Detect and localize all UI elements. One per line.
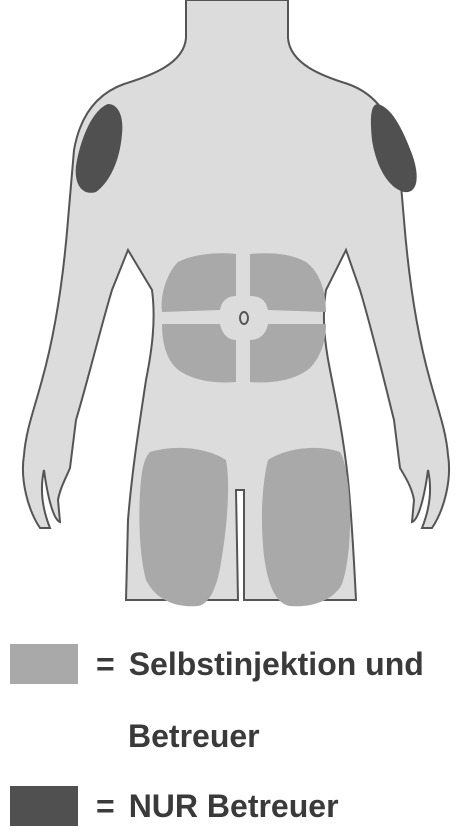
legend-label-self-line1: Selbstinjektion und [129,646,424,683]
left-thigh-zone [139,448,228,606]
navel [240,312,248,324]
legend-swatch-light [10,644,78,684]
legend-label-self-line2: Betreuer [128,718,260,755]
legend-label-caregiver: NUR Betreuer [129,788,339,825]
legend-item-self-and-caregiver: = Selbstinjektion und [10,644,424,684]
body-silhouette [23,0,449,600]
right-thigh-zone [262,448,350,606]
body-injection-sites-figure [0,0,471,620]
legend-swatch-dark [10,786,78,826]
legend-item-caregiver-only: = NUR Betreuer [10,786,339,826]
legend-equals: = [96,646,115,683]
legend-equals: = [96,788,115,825]
